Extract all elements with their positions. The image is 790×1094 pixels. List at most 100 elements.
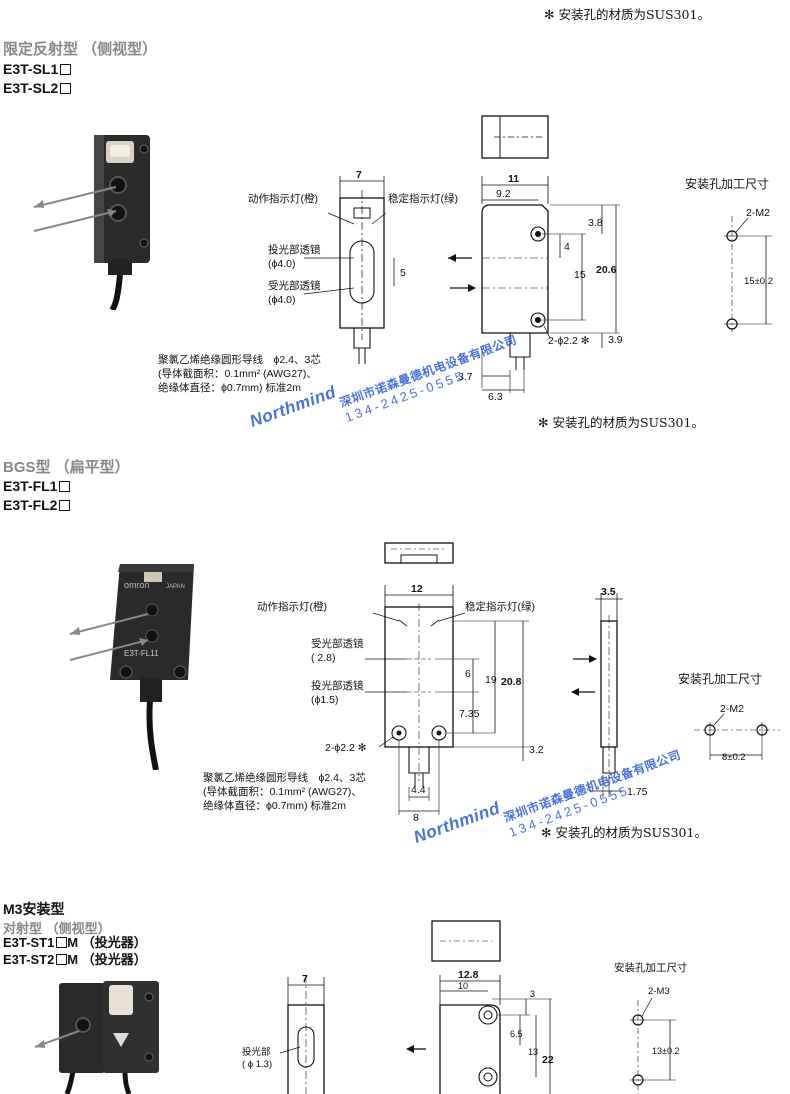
dim-width-7-st: 7: [302, 973, 308, 985]
dim-width-12: 12: [411, 583, 423, 595]
dim-8: 8: [413, 812, 419, 824]
model-name: E3T-ST2: [3, 952, 55, 967]
japan-text: JAPAN: [166, 584, 185, 590]
dim-13: 13: [528, 1047, 538, 1057]
dim-6-5: 6.5: [510, 1029, 523, 1039]
dim-20-8: 20.8: [501, 676, 522, 688]
mount-thread-3: 2-M3: [648, 986, 670, 997]
mounting-hole-drawing-1: 2-M2 15±0.2: [724, 207, 773, 332]
mount-pitch-3: 13±0.2: [652, 1046, 679, 1056]
model-item: E3T-ST1 M （投光器）: [3, 934, 147, 951]
checkbox-placeholder-icon: [59, 500, 71, 511]
mount-pitch-2: 8±0.2: [722, 752, 746, 763]
dim-1-75: 1.75: [627, 786, 648, 798]
mounting-hole-drawing-2: 2-M2 8±0.2: [694, 703, 780, 763]
mount-title-2: 安装孔加工尺寸: [678, 672, 763, 686]
model-name: E3T-FL1: [3, 478, 58, 494]
section3-title: M3安装型: [3, 901, 65, 917]
label-emitter-lens-2: 投光部透镜: [311, 679, 364, 692]
dim-22: 22: [542, 1054, 554, 1066]
section1-models: E3T-SL1 E3T-SL2: [3, 60, 72, 98]
label-receiver-lens-2: 受光部透镜: [311, 637, 364, 650]
dim-9-2: 9.2: [496, 188, 511, 200]
mount-pitch-1: 15±0.2: [744, 276, 773, 287]
checkbox-placeholder-icon: [59, 481, 71, 492]
label-stable-indicator: 稳定指示灯(绿): [388, 192, 458, 205]
model-item: E3T-FL1: [3, 477, 71, 496]
dim-3-9: 3.9: [608, 334, 623, 346]
label-emitter-lens: 投光部透镜: [268, 243, 321, 256]
dim-3-8: 3.8: [588, 217, 603, 229]
label-cable-3-b: 绝缘体直径：ϕ0.7mm) 标准2m: [203, 799, 346, 812]
mount-thread-1: 2-M2: [746, 207, 770, 219]
dim-7-35: 7.35: [459, 708, 480, 720]
section2-title: BGS型 （扁平型）: [3, 459, 130, 476]
section1-title: 限定反射型 （侧视型）: [3, 41, 158, 58]
label-cable-2-b: (导体截面积：0.1mm² (AWG27)、: [203, 785, 362, 798]
section3-subtitle: 对射型 （侧视型）: [3, 921, 111, 936]
top-note: ✻ 安装孔的材质为SUS301。: [544, 7, 710, 22]
checkbox-placeholder-icon: [60, 83, 72, 94]
label-emitter-lens-dia: (ϕ4.0): [268, 258, 295, 270]
label-receiver-lens-dia-2: ( 2.8): [311, 652, 336, 664]
label-emitter-dia-st: ( ϕ 1.3): [242, 1059, 272, 1070]
label-cable-1-b: 聚氯乙烯绝缘圆形导线 ϕ2.4、3芯: [203, 771, 366, 784]
label-hole-2-phi22-b: 2-ϕ2.2 ✻: [325, 742, 367, 754]
model-item: E3T-SL1: [3, 60, 72, 79]
model-name: E3T-SL1: [3, 61, 59, 77]
dim-20-6: 20.6: [596, 264, 617, 276]
label-emitter-st: 投光部: [242, 1046, 271, 1058]
dim-width-3-5: 3.5: [601, 586, 616, 598]
dim-3-2: 3.2: [529, 744, 544, 756]
dim-6-3: 6.3: [488, 391, 503, 403]
body-print-text: E3T-FL11: [124, 649, 159, 658]
mount-title-3: 安装孔加工尺寸: [614, 962, 688, 974]
model-name: E3T-ST1: [3, 935, 55, 950]
label-cable-1: 聚氯乙烯绝缘圆形导线 ϕ2.4、3芯: [158, 353, 321, 366]
sensor-photo-st: [34, 981, 159, 1094]
checkbox-placeholder-icon: [56, 954, 68, 965]
omron-logo-text: omron: [124, 580, 150, 590]
dim-19: 19: [485, 674, 497, 686]
label-emitter-lens-dia-2: (ϕ1.5): [311, 694, 338, 706]
dim-15: 15: [574, 269, 586, 281]
checkbox-placeholder-icon: [56, 937, 68, 948]
dim-5: 5: [400, 267, 406, 279]
model-suffix: M （投光器）: [67, 952, 147, 967]
label-stable-indicator-2: 稳定指示灯(绿): [465, 600, 535, 613]
model-name: E3T-SL2: [3, 80, 59, 96]
dimension-drawing-sl: 7 5 动作指示灯(橙) 稳定指示灯(绿) 投光部透镜 (ϕ4.0) 受光部透镜…: [158, 115, 623, 403]
dim-width-7: 7: [356, 169, 362, 181]
model-item: E3T-FL2: [3, 496, 71, 515]
sensor-photo-fl: omron JAPAN E3T-FL11: [69, 564, 194, 770]
model-name: E3T-FL2: [3, 497, 58, 513]
label-op-indicator-2: 动作指示灯(橙): [257, 600, 327, 613]
dim-3-7: 3.7: [458, 371, 473, 383]
section1-note: ✻ 安装孔的材质为SUS301。: [538, 415, 704, 430]
dim-4: 4: [564, 241, 570, 253]
model-suffix: M （投光器）: [67, 935, 147, 950]
checkbox-placeholder-icon: [60, 64, 72, 75]
dimension-drawing-fl: 12 动作指示灯(橙) 稳定指示灯(绿) 受光部透镜 ( 2.8) 投光部透镜 …: [203, 542, 648, 824]
dim-10: 10: [458, 981, 468, 991]
mount-title-1: 安装孔加工尺寸: [685, 177, 770, 191]
model-item: E3T-SL2: [3, 79, 72, 98]
dim-4-4: 4.4: [411, 784, 426, 796]
section2-models: E3T-FL1 E3T-FL2: [3, 477, 71, 515]
label-cable-2: (导体截面积：0.1mm² (AWG27)、: [158, 367, 317, 380]
label-receiver-lens: 受光部透镜: [268, 279, 321, 292]
mount-thread-2: 2-M2: [720, 703, 744, 715]
dim-width-11: 11: [508, 173, 519, 185]
label-op-indicator: 动作指示灯(橙): [248, 192, 318, 205]
label-receiver-lens-dia: (ϕ4.0): [268, 294, 295, 306]
dim-3: 3: [530, 989, 535, 999]
dim-6: 6: [465, 668, 471, 680]
section3-models: E3T-ST1 M （投光器） E3T-ST2 M （投光器）: [3, 934, 147, 968]
dim-width-12-8: 12.8: [458, 969, 479, 981]
label-cable-3: 绝缘体直径：ϕ0.7mm) 标准2m: [158, 381, 301, 394]
model-item: E3T-ST2 M （投光器）: [3, 951, 147, 968]
sensor-photo-sl: [33, 135, 150, 310]
dimension-drawing-st: 7 投光部 ( ϕ 1.3) 12.8 10 3 6.5 13 22: [242, 920, 554, 1094]
section2-note: ✻ 安装孔的材质为SUS301。: [541, 825, 707, 840]
label-hole-2-phi22: 2-ϕ2.2 ✻: [548, 335, 590, 347]
